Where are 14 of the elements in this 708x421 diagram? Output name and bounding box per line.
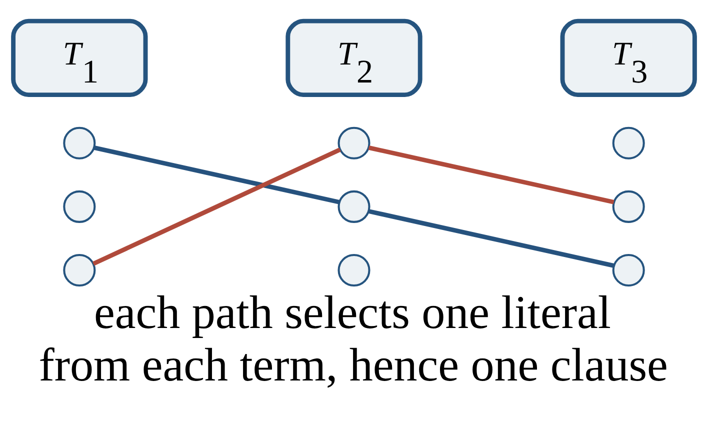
node-circle xyxy=(338,126,370,160)
caption: each path selects one literal from each term, hence one clause xyxy=(38,287,668,392)
connector xyxy=(368,146,614,204)
connector xyxy=(94,146,340,204)
node-circle xyxy=(612,254,645,287)
node-circle xyxy=(63,254,96,287)
node-circle xyxy=(612,190,645,223)
node-circle xyxy=(63,126,96,160)
node-circle xyxy=(338,190,370,223)
node-circle xyxy=(63,190,96,223)
node-circle xyxy=(338,254,370,287)
connector xyxy=(368,209,614,268)
node-circle xyxy=(612,126,645,160)
connector xyxy=(92,148,341,266)
